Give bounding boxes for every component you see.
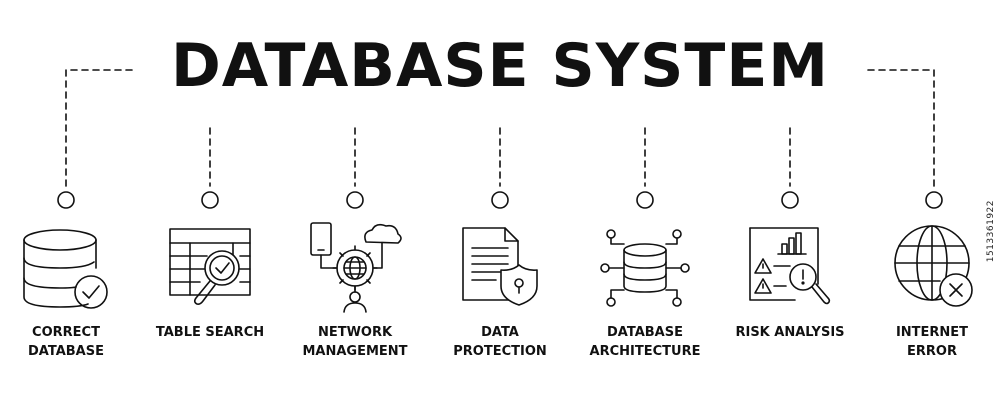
left-bracket-connector: [65, 69, 133, 187]
label-risk-analysis: RISK ANALYSIS: [735, 325, 845, 340]
node-5: [636, 191, 654, 209]
database-architecture-icon: [600, 229, 690, 307]
node-2: [201, 191, 219, 209]
globe-error-icon: [894, 225, 973, 307]
node-1: [57, 191, 75, 209]
page-title: DATABASE SYSTEM: [170, 31, 830, 101]
node-4: [491, 191, 509, 209]
label-table-search: TABLE SEARCH: [155, 325, 265, 340]
watermark-id: 1513361922: [986, 200, 996, 263]
document-shield-icon: [462, 227, 538, 306]
risk-report-icon: [749, 227, 831, 305]
network-management-icon: [310, 222, 402, 313]
node-6: [781, 191, 799, 209]
right-bracket-connector: [867, 69, 935, 187]
node-7: [925, 191, 943, 209]
node-3: [346, 191, 364, 209]
table-search-icon: [169, 228, 251, 305]
database-check-icon: [23, 229, 108, 309]
